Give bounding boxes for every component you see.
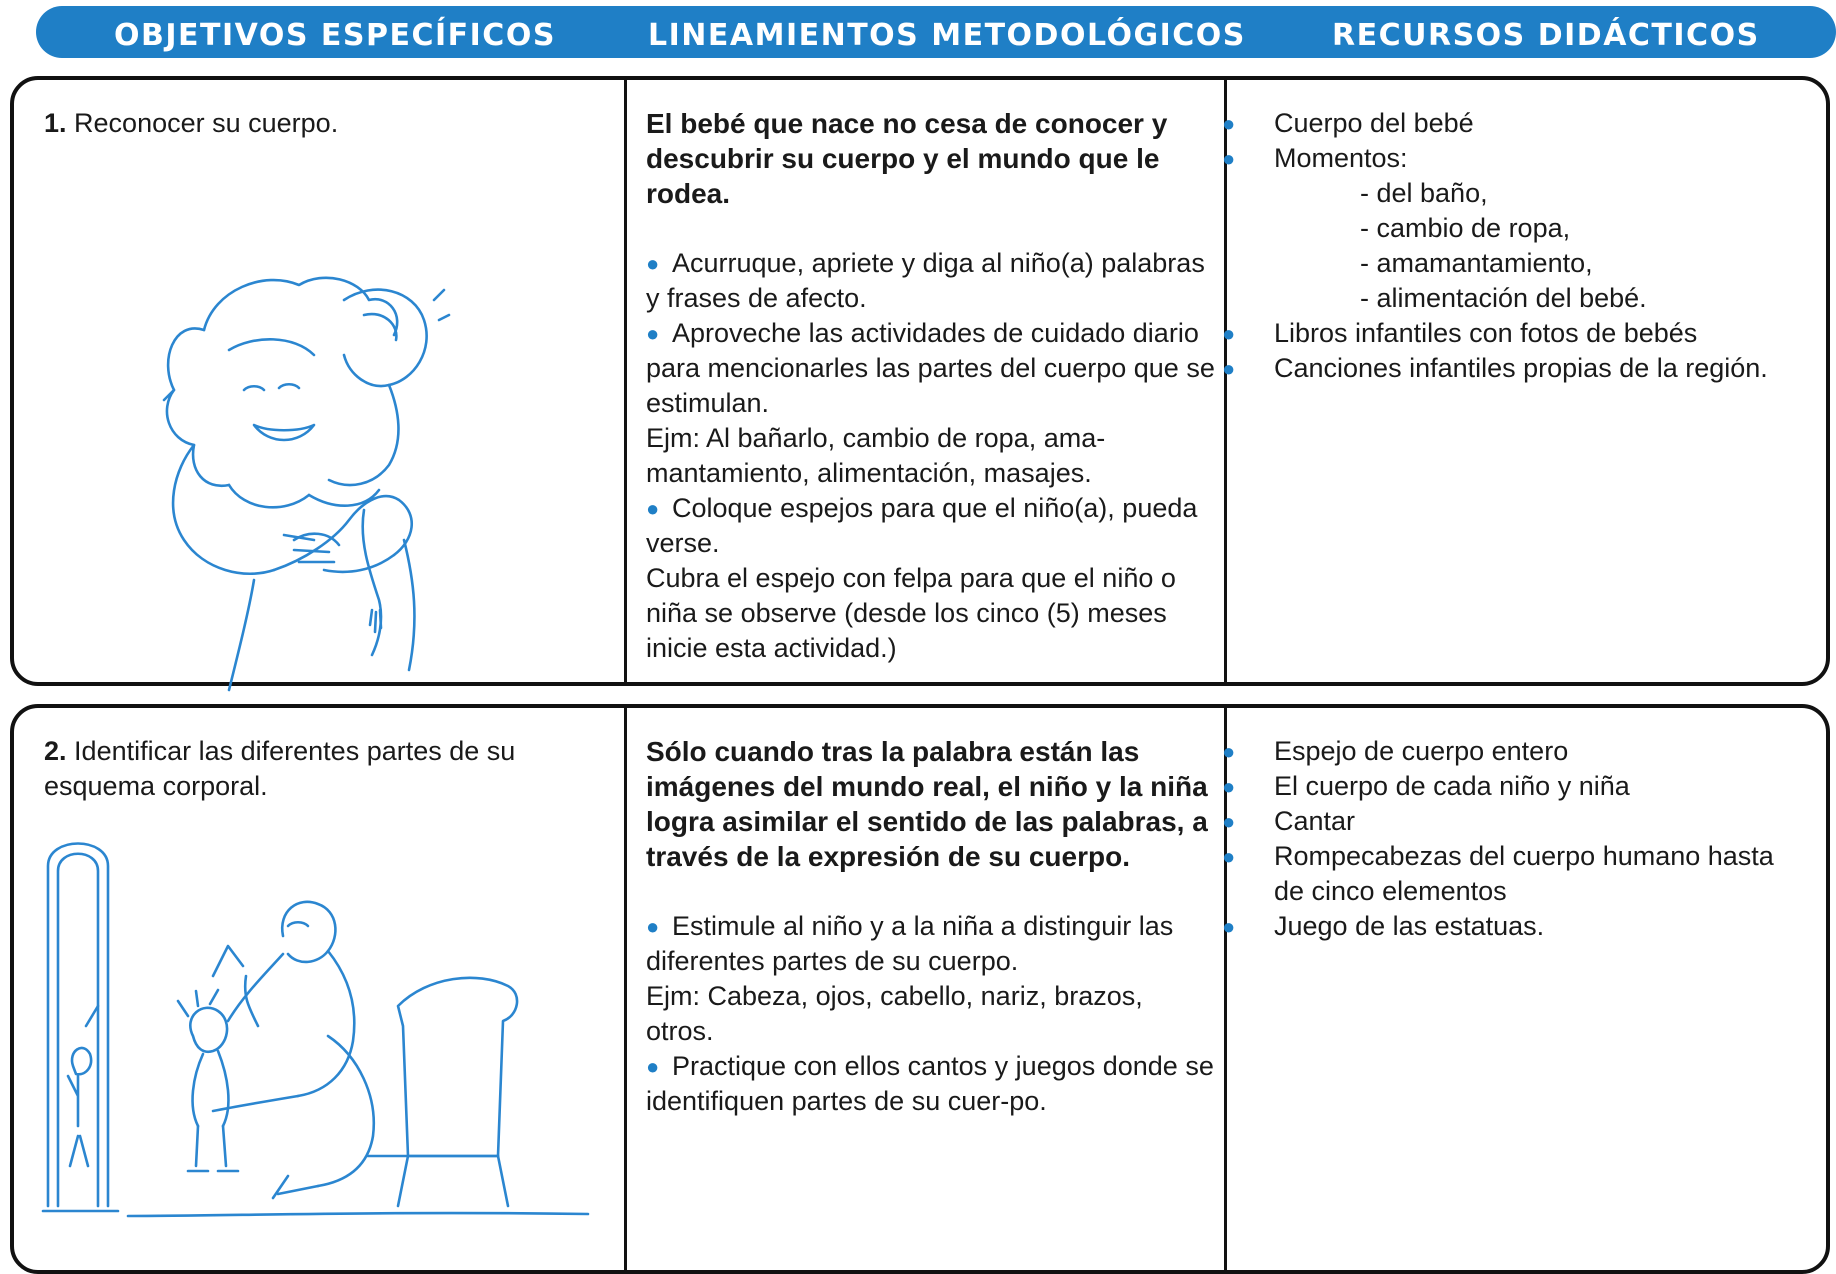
resource-item: ●Espejo de cuerpo entero — [1222, 734, 1808, 769]
column-divider — [1224, 80, 1227, 682]
methodology-lead: El bebé que nace no cesa de conocer y de… — [646, 108, 1168, 209]
column-divider — [624, 80, 627, 682]
column-divider — [1224, 708, 1227, 1270]
methodology-line: Ejm: Al bañarlo, cambio de ropa, ama-man… — [646, 423, 1106, 488]
objective-cell: 2. Identificar las diferentes partes de … — [44, 734, 604, 804]
methodology-line: ●Aproveche las actividades de cuidado di… — [646, 318, 1215, 418]
resource-subitem: - del baño, — [1360, 178, 1488, 208]
bullet-icon: ● — [646, 251, 660, 276]
resource-item: ●Cantar — [1222, 804, 1808, 839]
bullet-icon: ● — [1222, 774, 1236, 799]
objective-text: 2. Identificar las diferentes partes de … — [44, 734, 604, 804]
bullet-icon: ● — [1222, 914, 1236, 939]
bullet-icon: ● — [1222, 321, 1236, 346]
adult-and-child-at-mirror-illustration — [41, 842, 590, 1218]
resources-cell: ●Espejo de cuerpo entero ●El cuerpo de c… — [1222, 734, 1808, 944]
methodology-line: ●Practique con ellos cantos y juegos don… — [646, 1051, 1214, 1116]
methodology-lead: Sólo cuando tras la palabra están las im… — [646, 736, 1208, 872]
resource-subitem: - cambio de ropa, — [1360, 213, 1571, 243]
resource-item: ●Libros infantiles con fotos de bebés — [1222, 316, 1808, 351]
bullet-icon: ● — [646, 914, 660, 939]
bullet-icon: ● — [646, 321, 660, 346]
resource-subitem: - amamantamiento, — [1360, 248, 1593, 278]
table-header-bar: OBJETIVOS ESPECÍFICOS LINEAMIENTOS METOD… — [36, 6, 1836, 58]
objective-cell: 1. Reconocer su cuerpo. — [44, 106, 604, 141]
bullet-icon: ● — [1222, 739, 1236, 764]
objective-label: Reconocer su cuerpo. — [74, 108, 339, 138]
header-methodology: LINEAMIENTOS METODOLÓGICOS — [648, 18, 1246, 53]
resource-item: ●Cuerpo del bebé — [1222, 106, 1808, 141]
methodology-line: ●Acurruque, apriete y diga al niño(a) pa… — [646, 248, 1205, 313]
bullet-icon: ● — [646, 496, 660, 521]
objective-number: 2. — [44, 736, 67, 766]
column-divider — [624, 708, 627, 1270]
table-row: 1. Reconocer su cuerpo. El bebé — [10, 76, 1830, 692]
methodology-line: Ejm: Cabeza, ojos, cabello, nariz, brazo… — [646, 981, 1143, 1046]
bullet-icon: ● — [1222, 111, 1236, 136]
resource-item: ●Canciones infantiles propias de la regi… — [1222, 351, 1808, 386]
bullet-icon: ● — [1222, 844, 1236, 869]
header-objectives: OBJETIVOS ESPECÍFICOS — [114, 18, 556, 53]
mother-hugging-baby-illustration — [162, 276, 451, 692]
resource-item: ●Juego de las estatuas. — [1222, 909, 1808, 944]
bullet-icon: ● — [1222, 356, 1236, 381]
methodology-line: ●Estimule al niño y a la niña a distingu… — [646, 911, 1174, 976]
objective-number: 1. — [44, 108, 67, 138]
methodology-line: ●Coloque espejos para que el niño(a), pu… — [646, 493, 1198, 558]
header-resources: RECURSOS DIDÁCTICOS — [1332, 18, 1760, 53]
resource-item: ●El cuerpo de cada niño y niña — [1222, 769, 1808, 804]
methodology-cell: Sólo cuando tras la palabra están las im… — [646, 734, 1216, 1119]
resource-item: ●Rompecabezas del cuerpo humano hasta de… — [1222, 841, 1774, 906]
methodology-line: Cubra el espejo con felpa para que el ni… — [646, 563, 1176, 663]
methodology-cell: El bebé que nace no cesa de conocer y de… — [646, 106, 1216, 666]
resource-subitem: - alimentación del bebé. — [1360, 283, 1647, 313]
bullet-icon: ● — [1222, 146, 1236, 171]
bullet-icon: ● — [1222, 809, 1236, 834]
table-row: 2. Identificar las diferentes partes de … — [10, 704, 1830, 1274]
objective-text: 1. Reconocer su cuerpo. — [44, 106, 604, 141]
objective-label: Identificar las diferentes partes de su … — [44, 736, 516, 801]
bullet-icon: ● — [646, 1054, 660, 1079]
resources-cell: ●Cuerpo del bebé ●Momentos: - del baño, … — [1222, 106, 1808, 386]
resource-item: ●Momentos: — [1222, 141, 1808, 176]
